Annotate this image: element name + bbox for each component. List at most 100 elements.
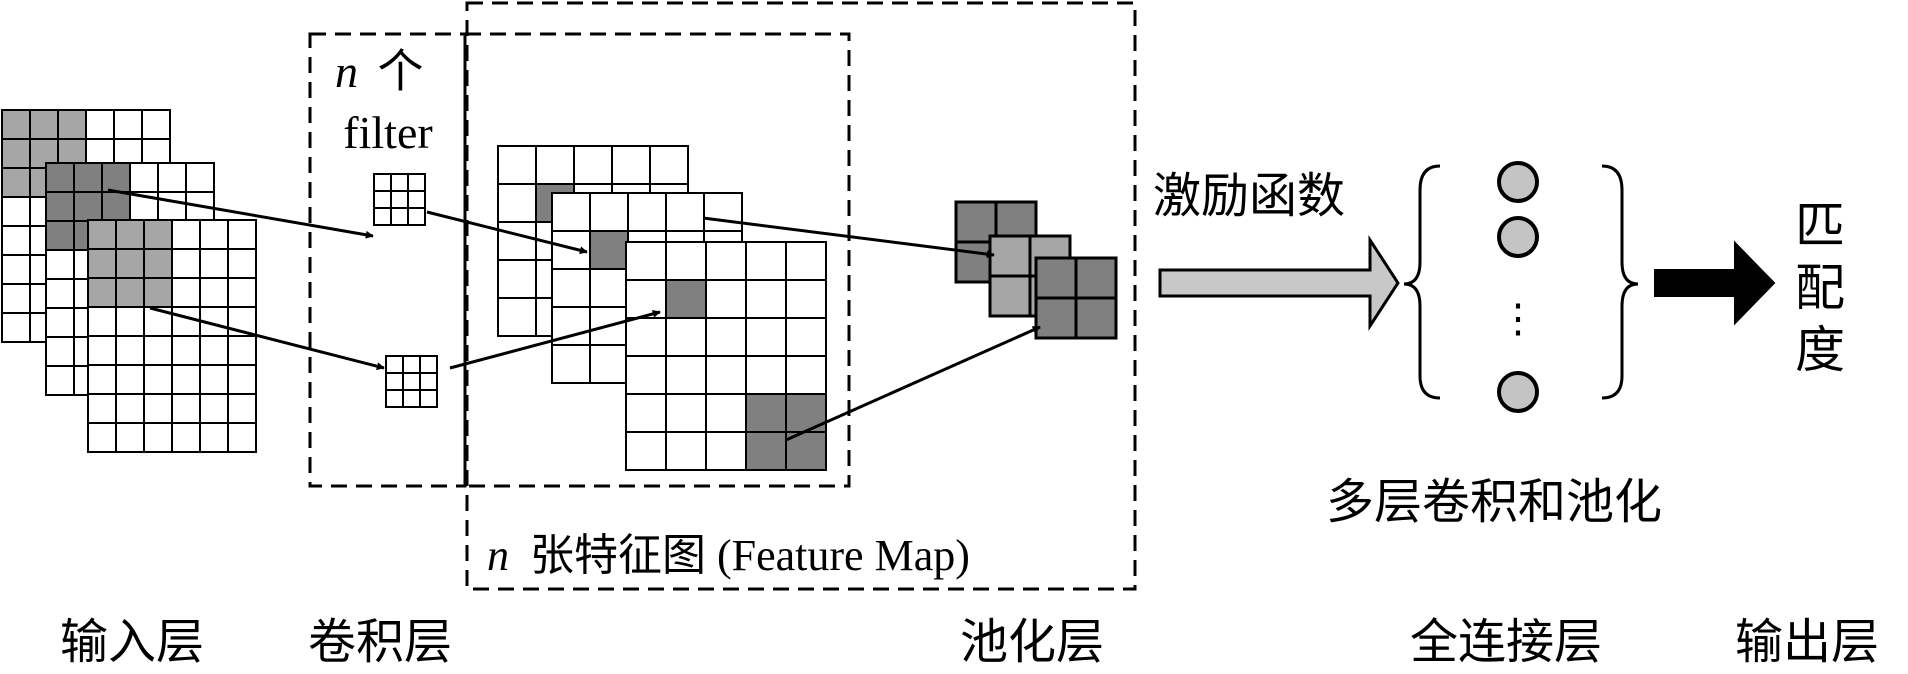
grid-cell bbox=[143, 219, 173, 250]
filter-count-n: n bbox=[335, 46, 358, 97]
grid-cell bbox=[227, 219, 257, 250]
grid-cell bbox=[57, 109, 87, 140]
right-brace bbox=[1601, 164, 1639, 400]
grid-cell bbox=[373, 207, 392, 226]
grid-cell bbox=[385, 355, 404, 374]
grid-cell bbox=[665, 192, 705, 232]
grid-cell bbox=[227, 422, 257, 453]
arrow-filter-bottom-to-feature bbox=[449, 309, 661, 370]
grid-cell bbox=[497, 145, 537, 185]
grid-cell bbox=[115, 248, 145, 279]
grid-cell bbox=[1, 167, 31, 198]
grid-cell bbox=[703, 192, 743, 232]
grid-cell bbox=[115, 306, 145, 337]
grid-cell bbox=[497, 259, 537, 299]
grid-cell bbox=[141, 109, 171, 140]
convolution-layer-dashed-box bbox=[308, 32, 467, 488]
filter-grid-bottom bbox=[385, 355, 438, 408]
grid-cell bbox=[665, 241, 707, 281]
grid-cell bbox=[385, 389, 404, 408]
filter-count-label: n 个 bbox=[335, 46, 424, 97]
grid-cell bbox=[745, 279, 787, 319]
grid-cell bbox=[199, 248, 229, 279]
pooled-map-grids bbox=[954, 200, 1118, 340]
grid-cell bbox=[157, 162, 187, 193]
grid-cell bbox=[551, 268, 591, 308]
grid-cell bbox=[143, 393, 173, 424]
neuron-node-3 bbox=[1497, 371, 1539, 413]
grid-cell bbox=[45, 336, 75, 367]
grid-cell bbox=[185, 162, 215, 193]
grid-cell bbox=[745, 355, 787, 395]
grid-cell bbox=[115, 364, 145, 395]
feature-maps-n: n bbox=[487, 531, 509, 580]
grid-cell bbox=[745, 393, 787, 433]
grid-cell bbox=[1, 196, 31, 227]
grid-cell bbox=[988, 234, 1032, 278]
grid-cell bbox=[45, 365, 75, 396]
grid-cell bbox=[665, 393, 707, 433]
feature-maps-label: n 张特征图 (Feature Map) bbox=[487, 531, 970, 580]
activation-arrow bbox=[1158, 234, 1400, 332]
grid-cell bbox=[589, 230, 629, 270]
grid-cell bbox=[87, 364, 117, 395]
grid-cell bbox=[497, 297, 537, 337]
grid-cell bbox=[390, 207, 409, 226]
grid-cell bbox=[45, 249, 75, 280]
output-match-char-2: 配 bbox=[1795, 260, 1845, 316]
grid-cell bbox=[29, 109, 59, 140]
feature-map-dashed-box bbox=[463, 32, 851, 488]
grid-cell bbox=[171, 335, 201, 366]
arrow-input-to-filter-bottom bbox=[149, 306, 385, 371]
grid-cell bbox=[625, 431, 667, 471]
pooled-map-front bbox=[1034, 256, 1118, 340]
grid-cell bbox=[402, 389, 421, 408]
feature-map-front bbox=[625, 241, 827, 471]
grid-cell bbox=[171, 277, 201, 308]
grid-cell bbox=[649, 145, 689, 185]
grid-cell bbox=[227, 277, 257, 308]
grid-cell bbox=[143, 277, 173, 308]
grid-cell bbox=[705, 317, 747, 357]
grid-cell bbox=[419, 355, 438, 374]
filter-word-label: filter bbox=[343, 107, 432, 158]
grid-cell bbox=[115, 393, 145, 424]
grid-cell bbox=[627, 192, 667, 232]
feature-map-grids bbox=[497, 145, 827, 471]
grid-cell bbox=[199, 219, 229, 250]
grid-cell bbox=[1, 225, 31, 256]
grid-cell bbox=[625, 317, 667, 357]
grid-cell bbox=[785, 317, 827, 357]
grid-cell bbox=[115, 422, 145, 453]
grid-cell bbox=[227, 248, 257, 279]
grid-cell bbox=[171, 422, 201, 453]
grid-cell bbox=[87, 393, 117, 424]
grid-cell bbox=[390, 173, 409, 192]
grid-cell bbox=[1034, 296, 1078, 340]
input-grid-front bbox=[87, 219, 257, 453]
grid-cell bbox=[625, 393, 667, 433]
grid-cell bbox=[143, 364, 173, 395]
grid-cell bbox=[665, 279, 707, 319]
grid-cell bbox=[171, 219, 201, 250]
grid-cell bbox=[143, 422, 173, 453]
connection-arrows bbox=[107, 188, 1041, 442]
grid-cell bbox=[45, 162, 75, 193]
grid-cell bbox=[143, 335, 173, 366]
grid-cell bbox=[73, 191, 103, 222]
convolution-layer-label: 卷积层 bbox=[308, 616, 452, 669]
grid-cell bbox=[611, 145, 651, 185]
grid-cell bbox=[745, 431, 787, 471]
grid-cell bbox=[45, 278, 75, 309]
grid-cell bbox=[171, 306, 201, 337]
feature-maps-suffix: 张特征图 (Feature Map) bbox=[530, 531, 970, 580]
grid-cell bbox=[199, 393, 229, 424]
output-match-char-1: 匹 bbox=[1795, 198, 1845, 254]
grid-cell bbox=[87, 248, 117, 279]
grid-cell bbox=[402, 355, 421, 374]
pooling-region-dashed-box bbox=[465, 1, 1137, 591]
grid-cell bbox=[551, 192, 591, 232]
arrow-feature-to-pool-bottom bbox=[785, 325, 1041, 442]
output-match-char-3: 度 bbox=[1795, 322, 1845, 378]
grid-cell bbox=[45, 191, 75, 222]
